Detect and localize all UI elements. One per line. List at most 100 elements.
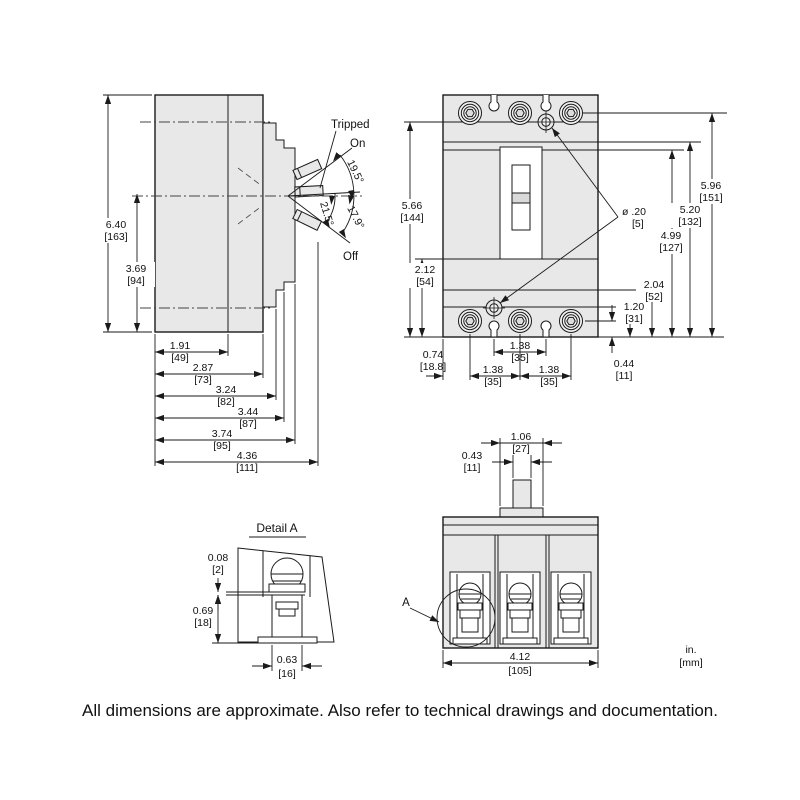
terminal-screw [508, 309, 532, 333]
svg-text:[5]: [5] [632, 218, 644, 230]
dim-mounting-height: 3.69 [94] [119, 194, 155, 332]
svg-text:2.04: 2.04 [644, 279, 665, 291]
detail-a-view: Detail A 0.08 [2] 0.69 [18] [193, 521, 335, 680]
svg-text:0.69: 0.69 [193, 605, 214, 617]
svg-text:1.06: 1.06 [511, 431, 532, 443]
svg-text:[35]: [35] [511, 352, 529, 364]
keyhole-slot [488, 320, 500, 337]
terminal-screw [458, 101, 482, 125]
front-view: 5.66 [144] 2.12 [54] 1.20 [31] 2.04 [52]… [394, 94, 731, 388]
dim-overall-height: 6.40 [163] [96, 94, 152, 333]
angle-on-travel: 19.5° [344, 158, 366, 185]
svg-text:[31]: [31] [625, 313, 643, 325]
svg-text:[mm]: [mm] [679, 657, 702, 669]
dim-depth-3: 3.24 [82] [155, 384, 276, 408]
svg-text:1.38: 1.38 [483, 364, 504, 376]
svg-text:[132]: [132] [678, 216, 701, 228]
dim-hole-diameter: ø .20 [5] [499, 127, 656, 304]
svg-text:[111]: [111] [236, 462, 258, 474]
svg-text:3.24: 3.24 [216, 384, 237, 396]
dim-4-99: 4.99 [127] [652, 150, 691, 337]
label-tripped: Tripped [331, 119, 370, 131]
handle-stem [512, 479, 532, 509]
svg-text:4.36: 4.36 [237, 450, 258, 462]
units-note: in. [mm] [679, 644, 702, 669]
svg-text:[73]: [73] [194, 374, 212, 386]
svg-text:[87]: [87] [239, 418, 257, 430]
dim-0-74: 0.74 [18.8] [420, 349, 446, 380]
dim-2-12: 2.12 [54] [408, 259, 441, 337]
svg-text:0.63: 0.63 [277, 654, 298, 666]
svg-text:[144]: [144] [400, 212, 423, 224]
dim-pole-spacing-right: 1.38 [35] [520, 364, 571, 388]
terminal-lug [499, 571, 541, 645]
dim-depth-2: 2.87 [73] [155, 362, 263, 386]
dim-lug-depth: 0.69 [18] [193, 595, 258, 644]
svg-text:[27]: [27] [512, 443, 530, 455]
svg-text:3.44: 3.44 [238, 406, 259, 418]
svg-text:[127]: [127] [659, 242, 682, 254]
svg-text:[49]: [49] [171, 352, 189, 364]
terminal-lug [550, 571, 592, 645]
svg-text:[2]: [2] [212, 564, 224, 576]
terminal-screw [559, 309, 583, 333]
svg-text:6.40: 6.40 [106, 219, 127, 231]
svg-text:[35]: [35] [484, 376, 502, 388]
dim-0-44: 0.44 [11] [608, 305, 635, 382]
svg-text:2.12: 2.12 [415, 264, 436, 276]
dim-overall-width: 4.12 [105] [443, 651, 598, 677]
svg-text:3.69: 3.69 [126, 263, 147, 275]
svg-text:1.91: 1.91 [170, 340, 191, 352]
svg-text:in.: in. [685, 644, 696, 656]
svg-text:[82]: [82] [217, 396, 235, 408]
svg-text:[95]: [95] [213, 440, 231, 452]
svg-text:0.43: 0.43 [462, 450, 483, 462]
keyhole-slot [488, 95, 500, 112]
svg-text:[16]: [16] [278, 668, 296, 680]
dim-lug-width: 0.63 [16] [252, 645, 322, 680]
side-view: Tripped On Off 19.5° 21.5° 17.9° 6.40 [1… [96, 94, 370, 474]
dim-5-20: 5.20 [132] [670, 142, 710, 337]
svg-text:[35]: [35] [540, 376, 558, 388]
svg-text:0.74: 0.74 [423, 349, 444, 361]
svg-text:0.44: 0.44 [614, 358, 635, 370]
label-off: Off [343, 251, 359, 263]
svg-text:5.20: 5.20 [680, 204, 701, 216]
dim-depth-6: 4.36 [111] [155, 450, 318, 474]
dim-depth-5: 3.74 [95] [155, 428, 295, 452]
dim-handle-base-width: 1.06 [27] [481, 431, 562, 455]
terminal-screw [508, 101, 532, 125]
handle-base [499, 507, 544, 518]
svg-text:[11]: [11] [464, 462, 481, 474]
dim-slot-spacing: 1.38 [35] [494, 340, 546, 364]
svg-text:ø .20: ø .20 [622, 206, 646, 218]
dim-handle-width: 0.43 [11] [462, 450, 552, 474]
dim-depth-4: 3.44 [87] [155, 406, 284, 430]
terminal-screw [458, 309, 482, 333]
svg-text:1.38: 1.38 [539, 364, 560, 376]
svg-text:[11]: [11] [616, 370, 633, 382]
detail-callout-label: A [402, 597, 410, 609]
svg-text:[18]: [18] [194, 617, 212, 629]
angle-off-travel: 17.9° [344, 204, 366, 231]
dim-2-04: 2.04 [52] [636, 278, 672, 337]
svg-text:[18.8]: [18.8] [420, 361, 446, 373]
footer-note: All dimensions are approximate. Also ref… [82, 701, 718, 720]
label-on: On [350, 138, 365, 150]
svg-text:[105]: [105] [508, 665, 531, 677]
keyhole-slot [540, 320, 552, 337]
detail-a-title: Detail A [256, 521, 297, 535]
svg-text:[163]: [163] [104, 231, 127, 243]
svg-text:1.20: 1.20 [624, 301, 645, 313]
svg-text:[52]: [52] [645, 291, 663, 303]
svg-text:3.74: 3.74 [212, 428, 233, 440]
terminal-screw [559, 101, 583, 125]
svg-text:2.87: 2.87 [193, 362, 214, 374]
dim-5-96: 5.96 [151] [692, 113, 731, 337]
terminal-lug [449, 571, 491, 645]
svg-text:4.12: 4.12 [510, 651, 531, 663]
svg-text:4.99: 4.99 [661, 230, 682, 242]
dim-1-20: 1.20 [31] [616, 300, 651, 337]
